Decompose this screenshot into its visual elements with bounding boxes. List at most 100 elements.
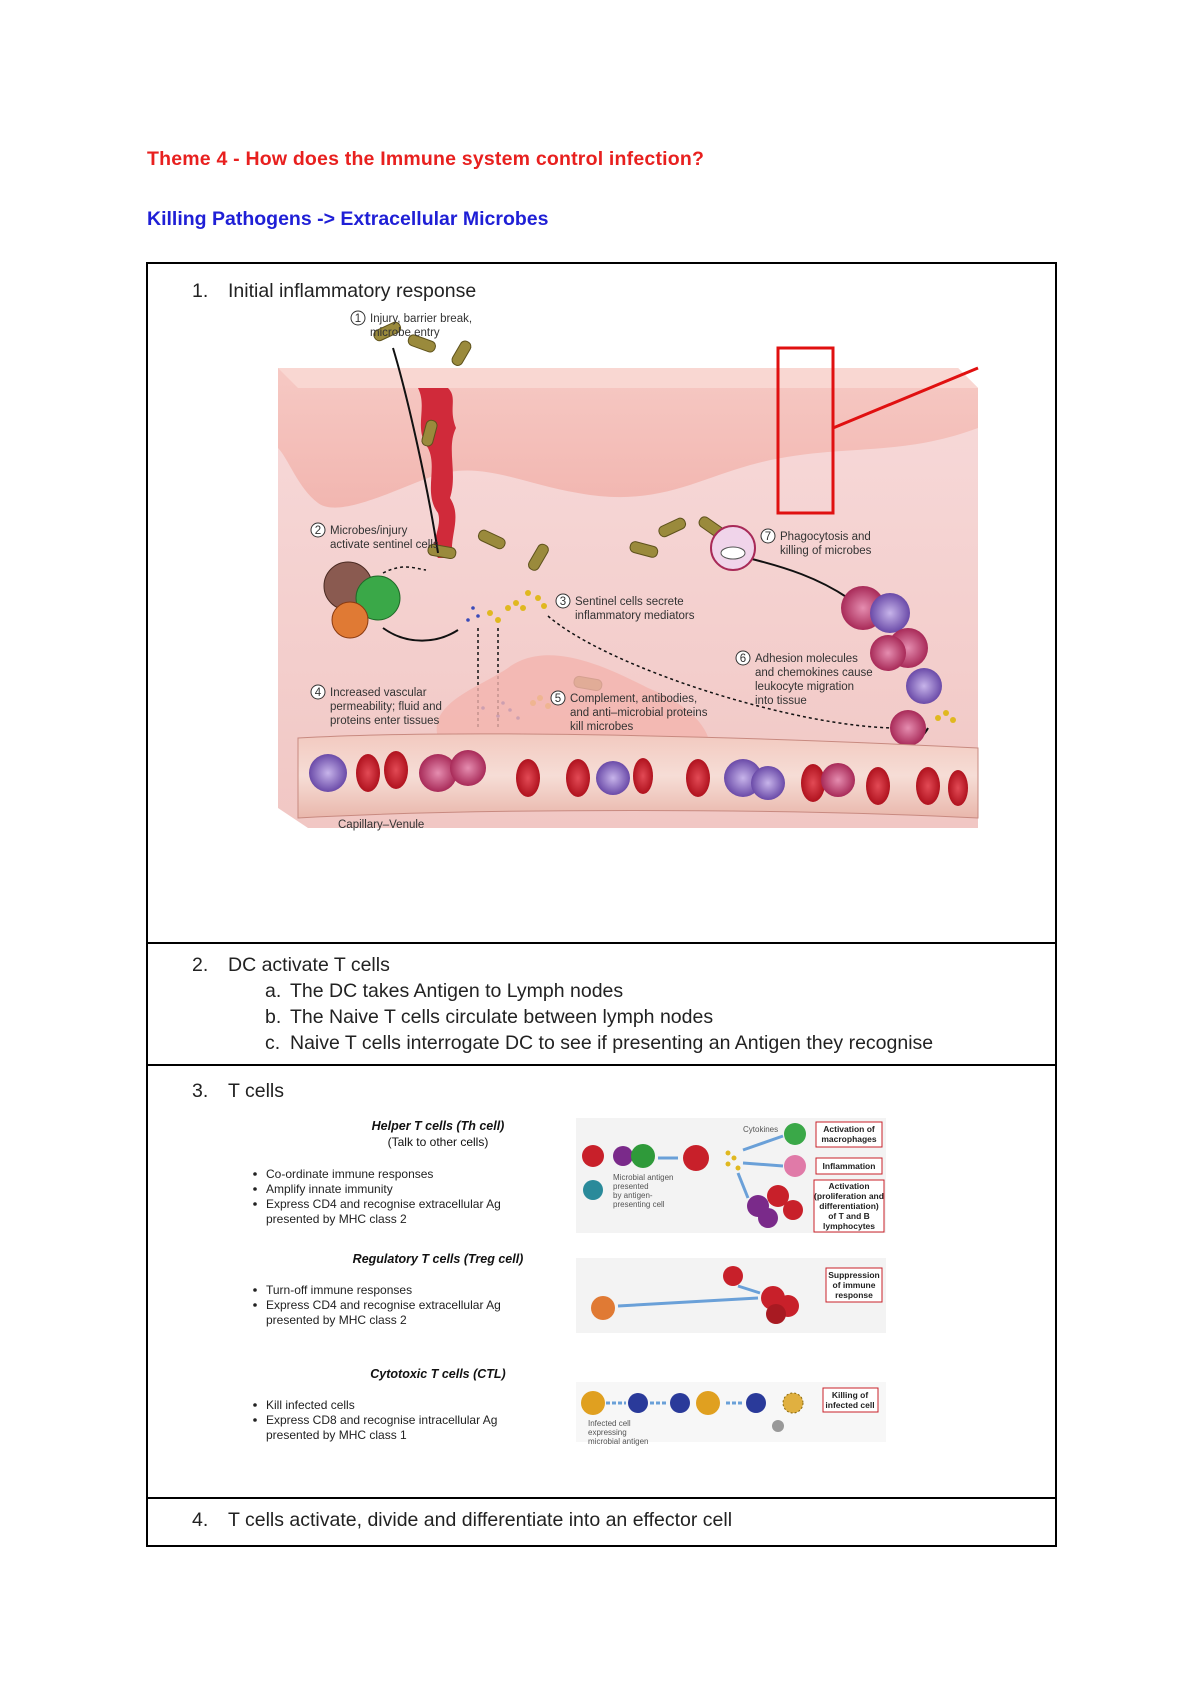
- treg-heading: Regulatory T cells (Treg cell): [353, 1252, 524, 1266]
- step-1-label: 1 Injury, barrier break, microbe entry: [350, 310, 472, 339]
- svg-text:presented by MHC class 2: presented by MHC class 2: [266, 1313, 407, 1327]
- svg-text:(proliferation and: (proliferation and: [814, 1191, 884, 1201]
- section-1-heading: 1. Initial inflammatory response: [192, 280, 476, 303]
- section-4-row: 4.T cells activate, divide and different…: [148, 1499, 1055, 1545]
- svg-text:Increased vascular: Increased vascular: [330, 687, 427, 699]
- svg-text:Express CD4 and recognise extr: Express CD4 and recognise extracellular …: [266, 1197, 501, 1211]
- svg-text:Sentinel cells secrete: Sentinel cells secrete: [575, 596, 684, 608]
- svg-text:Inflammation: Inflammation: [823, 1161, 876, 1171]
- svg-text:2: 2: [315, 525, 321, 537]
- leukocyte: [906, 668, 942, 704]
- svg-text:kill microbes: kill microbes: [570, 721, 634, 733]
- svg-text:Injury, barrier break,: Injury, barrier break,: [370, 313, 472, 325]
- highlight-pointer: [832, 366, 979, 430]
- svg-text:Phagocytosis and: Phagocytosis and: [780, 531, 871, 543]
- skin-surface: [278, 368, 978, 388]
- section-2-heading: 2. DC activate T cells: [192, 954, 390, 977]
- svg-text:presented: presented: [613, 1182, 649, 1191]
- svg-text:Suppression: Suppression: [828, 1270, 879, 1280]
- svg-text:by antigen-: by antigen-: [613, 1191, 653, 1200]
- dotted-arrow-3: [547, 615, 899, 729]
- content-table: 1. Initial inflammatory response: [146, 262, 1057, 1547]
- sentinel-cell-orange: [331, 601, 369, 639]
- helper-diagram: Cytokines Microbial antigen presented by…: [576, 1118, 886, 1233]
- entry-arrow: [392, 347, 439, 554]
- section-2-text: DC activate T cells: [228, 954, 390, 976]
- svg-text:Activation of: Activation of: [823, 1124, 875, 1134]
- section-4-heading: 4.T cells activate, divide and different…: [192, 1509, 732, 1532]
- page-title: Theme 4 - How does the Immune system con…: [147, 148, 705, 170]
- svg-text:of immune: of immune: [833, 1280, 876, 1290]
- svg-text:Express CD4 and recognise extr: Express CD4 and recognise extracellular …: [266, 1298, 501, 1312]
- epidermis: [278, 368, 978, 508]
- leukocyte: [870, 635, 906, 671]
- svg-text:macrophages: macrophages: [821, 1134, 877, 1144]
- svg-text:3: 3: [560, 596, 566, 608]
- section-1-number: 1.: [192, 280, 209, 302]
- section-3-heading: 3. T cells: [192, 1080, 284, 1103]
- section-2-item-a: a.The DC takes Antigen to Lymph nodes: [265, 980, 623, 1003]
- treg-diagram: Suppression of immune response: [576, 1258, 886, 1333]
- section-1-row: 1. Initial inflammatory response: [148, 264, 1055, 944]
- item-c-text: Naive T cells interrogate DC to see if p…: [290, 1032, 934, 1054]
- section-3-number: 3.: [192, 1080, 209, 1102]
- section-4-number: 4.: [192, 1509, 209, 1531]
- helper-subheading: (Talk to other cells): [388, 1135, 489, 1149]
- svg-text:killing of microbes: killing of microbes: [780, 545, 872, 557]
- step-6-label: 6 Adhesion molecules and chemokines caus…: [735, 650, 873, 707]
- svg-text:into tissue: into tissue: [755, 695, 807, 707]
- section-2-number: 2.: [192, 954, 209, 976]
- section-3-text: T cells: [228, 1080, 284, 1102]
- item-b-letter: b.: [265, 1006, 282, 1028]
- item-b-text: The Naive T cells circulate between lymp…: [290, 1006, 714, 1028]
- svg-text:and chemokines cause: and chemokines cause: [755, 667, 873, 679]
- item-c-letter: c.: [265, 1032, 281, 1054]
- svg-text:inflammatory mediators: inflammatory mediators: [575, 610, 695, 622]
- step-7-label: 7 Phagocytosis and killing of microbes: [760, 528, 872, 557]
- svg-text:leukocyte migration: leukocyte migration: [755, 681, 854, 693]
- svg-text:4: 4: [315, 687, 322, 699]
- step-3-label: 3 Sentinel cells secrete inflammatory me…: [555, 593, 695, 622]
- section-2-row: 2. DC activate T cells a.The DC takes Ant…: [148, 944, 1055, 1066]
- svg-text:5: 5: [555, 693, 561, 705]
- cytokines-label: Cytokines: [743, 1125, 778, 1134]
- svg-text:presented by MHC class 2: presented by MHC class 2: [266, 1212, 407, 1226]
- vessel-label: Capillary–Venule: [338, 819, 424, 831]
- section-1-text: Initial inflammatory response: [228, 280, 477, 302]
- svg-text:Amplify innate immunity: Amplify innate immunity: [266, 1182, 393, 1196]
- secretion-arrow: [382, 627, 459, 642]
- svg-text:response: response: [835, 1290, 873, 1300]
- svg-text:Microbes/injury: Microbes/injury: [330, 525, 408, 537]
- svg-text:Microbial antigen: Microbial antigen: [613, 1173, 673, 1182]
- svg-text:7: 7: [765, 531, 771, 543]
- step-5-label: 5 Complement, antibodies, and anti–micro…: [550, 690, 708, 733]
- leukocyte: [870, 593, 910, 633]
- ctl-bullets: Kill infected cells Express CD8 and reco…: [253, 1398, 497, 1442]
- ctl-heading: Cytotoxic T cells (CTL): [370, 1367, 505, 1381]
- highlight-box: [776, 346, 835, 515]
- svg-text:Turn-off immune responses: Turn-off immune responses: [266, 1283, 412, 1297]
- svg-text:infected cell: infected cell: [825, 1400, 874, 1410]
- step-4-label: 4 Increased vascular permeability; fluid…: [310, 684, 442, 727]
- section-3-row: 3.T cells Helper T cells (Th cell) (Talk…: [148, 1066, 1055, 1499]
- item-a-text: The DC takes Antigen to Lymph nodes: [290, 980, 624, 1002]
- vessel-cells: [309, 750, 968, 806]
- treg-bullets: Turn-off immune responses Express CD4 an…: [253, 1283, 501, 1327]
- inflammation-figure: 1 Injury, barrier break, microbe entry 2…: [278, 310, 979, 831]
- svg-text:Complement, antibodies,: Complement, antibodies,: [570, 693, 697, 705]
- svg-text:Killing of: Killing of: [832, 1390, 869, 1400]
- ctl-diagram: Infected cell expressing microbial antig…: [576, 1382, 886, 1446]
- svg-text:of T and B: of T and B: [828, 1211, 870, 1221]
- svg-text:1: 1: [355, 313, 361, 325]
- svg-text:proteins enter tissues: proteins enter tissues: [330, 715, 440, 727]
- phagocyte-arrow: [747, 557, 849, 599]
- phagosome: [720, 546, 746, 560]
- bacteria-group: [373, 321, 725, 692]
- svg-text:and anti–microbial proteins: and anti–microbial proteins: [570, 707, 708, 719]
- svg-text:Adhesion molecules: Adhesion molecules: [755, 653, 858, 665]
- svg-text:Activation: Activation: [828, 1181, 869, 1191]
- svg-text:6: 6: [740, 653, 746, 665]
- svg-text:activate sentinel cells: activate sentinel cells: [330, 539, 439, 551]
- svg-text:permeability; fluid and: permeability; fluid and: [330, 701, 442, 713]
- svg-text:differentiation): differentiation): [819, 1201, 879, 1211]
